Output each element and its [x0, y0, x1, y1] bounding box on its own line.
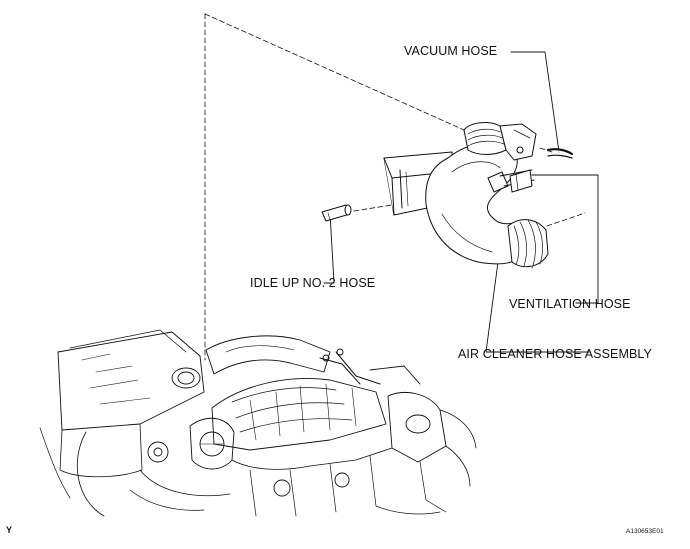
leader-vacuum-hose [510, 51, 560, 153]
leader-ventilation-hose [531, 174, 599, 304]
leader-air-cleaner-hose [485, 261, 591, 353]
engine-assembly-illustration [39, 329, 477, 517]
air-cleaner-hose-assembly [383, 122, 549, 269]
corner-mark: Y [6, 525, 13, 535]
vacuum-hose-part [546, 148, 574, 159]
callout-leader-lines [323, 51, 599, 353]
figure-code: A130653E01 [626, 528, 664, 535]
label-idle-up-no2-hose: IDLE UP NO. 2 HOSE [250, 276, 376, 290]
label-air-cleaner-hose-assembly: AIR CLEANER HOSE ASSEMBLY [458, 347, 652, 361]
leader-idle-up-hose [323, 212, 335, 284]
projection-dashed-lines [204, 13, 586, 361]
ventilation-hose-part [509, 169, 533, 193]
idle-up-hose-part [321, 204, 352, 222]
label-ventilation-hose: VENTILATION HOSE [509, 297, 631, 311]
label-vacuum-hose: VACUUM HOSE [404, 44, 498, 58]
